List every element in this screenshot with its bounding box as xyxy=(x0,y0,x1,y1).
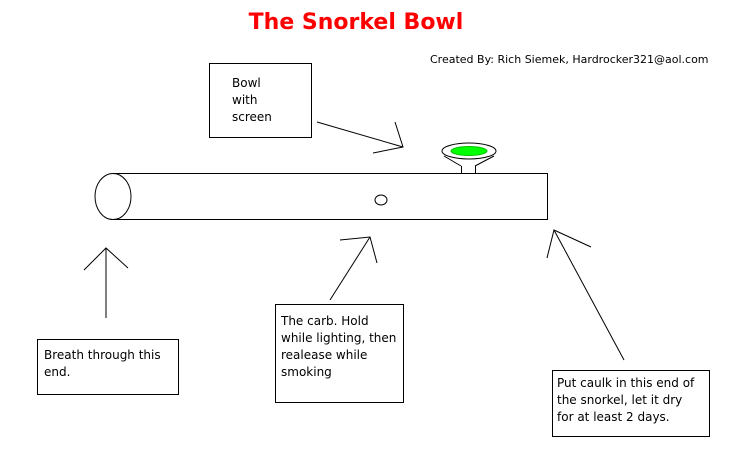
carb-label-box xyxy=(275,304,404,403)
breath-label-box xyxy=(37,339,179,395)
carb-arrow xyxy=(329,236,371,301)
caulk-arrow xyxy=(553,229,625,361)
bowl-arrowhead xyxy=(372,121,404,154)
diagram-title: The Snorkel Bowl xyxy=(248,10,464,35)
carb-hole xyxy=(374,194,388,206)
caulk-arrowhead xyxy=(546,229,592,259)
breath-label: Breath through this end. xyxy=(44,348,161,379)
bowl-funnel xyxy=(443,155,495,167)
caulk-label-box xyxy=(552,370,710,437)
carb-label: The carb. Hold while lighting, then real… xyxy=(281,314,397,379)
tube-open-end xyxy=(94,173,132,220)
bowl-screen xyxy=(450,146,488,156)
bowl-arrow xyxy=(316,121,404,148)
breath-arrowhead xyxy=(83,247,129,271)
carb-arrowhead xyxy=(339,236,378,264)
author-credit: Created By: Rich Siemek, Hardrocker321@a… xyxy=(430,53,709,66)
bowl-label: Bowl with screen xyxy=(232,76,272,124)
caulk-label: Put caulk in this end of the snorkel, le… xyxy=(557,376,695,424)
bowl-label-box xyxy=(209,63,312,138)
